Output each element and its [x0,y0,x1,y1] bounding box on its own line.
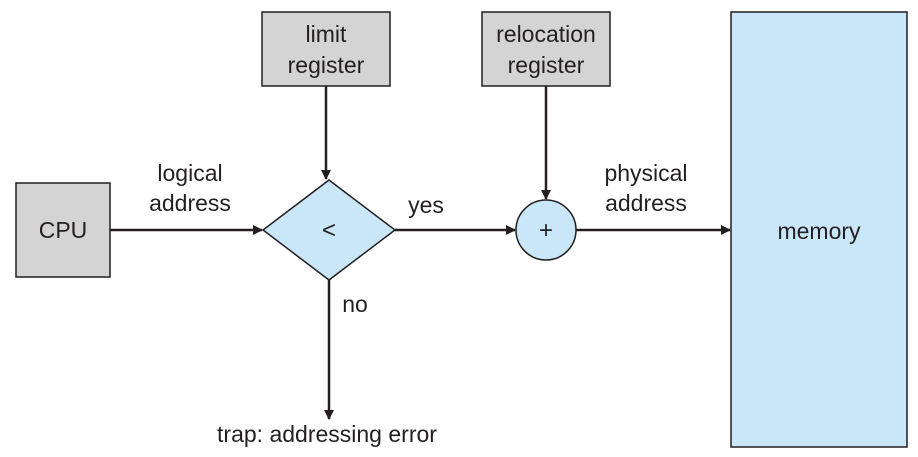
compare-symbol: < [322,217,336,244]
relocation-register-label-line1: relocation [496,21,596,47]
relocation-register-label-line2: register [508,52,585,78]
trap-addressing-error-label: trap: addressing error [217,421,437,447]
relocation-register-box: relocation register [481,11,611,87]
adder-circle: + [515,199,577,261]
logical-address-label-line1: logical [157,160,222,186]
cpu-label: CPU [39,217,88,243]
adder-symbol: + [539,217,553,244]
logical-address-label-line2: address [149,190,231,216]
limit-register-box: limit register [261,11,391,87]
limit-register-label-line2: register [288,52,365,78]
memory-box: memory [730,11,908,448]
compare-diamond: < [261,179,397,281]
physical-address-label-line2: address [605,190,687,216]
cpu-box: CPU [15,182,111,278]
memory-label: memory [777,218,861,244]
limit-register-label-line1: limit [306,21,347,47]
physical-address-label-line1: physical [604,160,687,186]
no-label: no [342,291,368,317]
yes-label: yes [408,192,444,218]
